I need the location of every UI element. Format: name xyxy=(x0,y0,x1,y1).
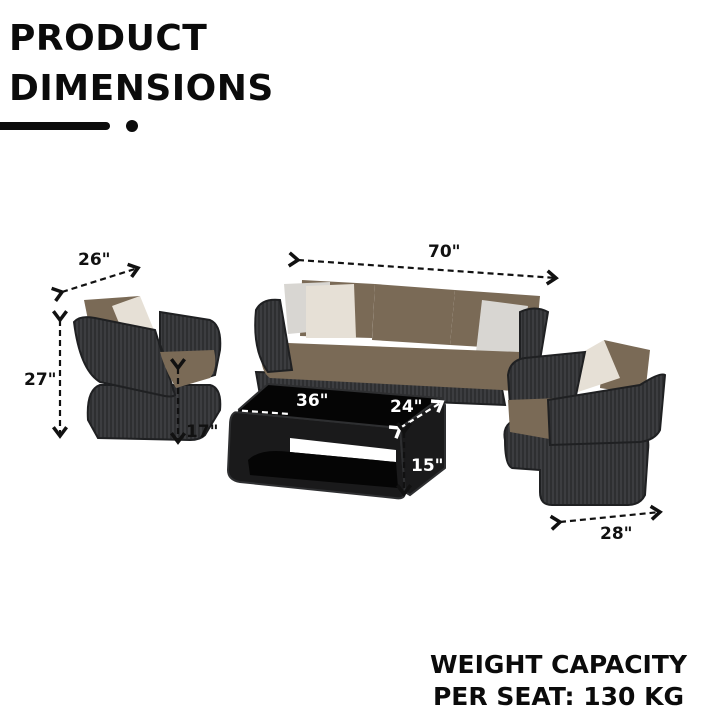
dim-table-length: 36" xyxy=(296,391,329,411)
armchair-left xyxy=(72,296,222,442)
page-title: PRODUCT DIMENSIONS xyxy=(9,14,274,114)
coffee-table xyxy=(226,382,446,500)
dim-table-depth: 24" xyxy=(390,397,423,417)
weight-capacity-line-2: PER SEAT: 130 KG xyxy=(432,682,684,711)
dim-armchair-left-seat-height: 17" xyxy=(186,422,219,442)
title-dot xyxy=(126,120,138,132)
sofa xyxy=(254,280,550,407)
title-line-2: DIMENSIONS xyxy=(9,68,274,109)
dimension-lines xyxy=(51,251,663,531)
title-line-1: PRODUCT xyxy=(9,18,208,59)
weight-capacity-note: WEIGHT CAPACITY PER SEAT: 130 KG xyxy=(430,649,687,713)
armchair-right xyxy=(503,340,667,506)
dim-armchair-left-height: 27" xyxy=(24,370,57,390)
dim-armchair-left-width: 26" xyxy=(78,250,111,270)
title-underline xyxy=(0,122,110,130)
weight-capacity-line-1: WEIGHT CAPACITY xyxy=(429,650,687,679)
dim-armchair-right-width: 28" xyxy=(600,524,633,544)
dim-sofa-width: 70" xyxy=(428,242,461,262)
dim-table-height: 15" xyxy=(411,456,444,476)
